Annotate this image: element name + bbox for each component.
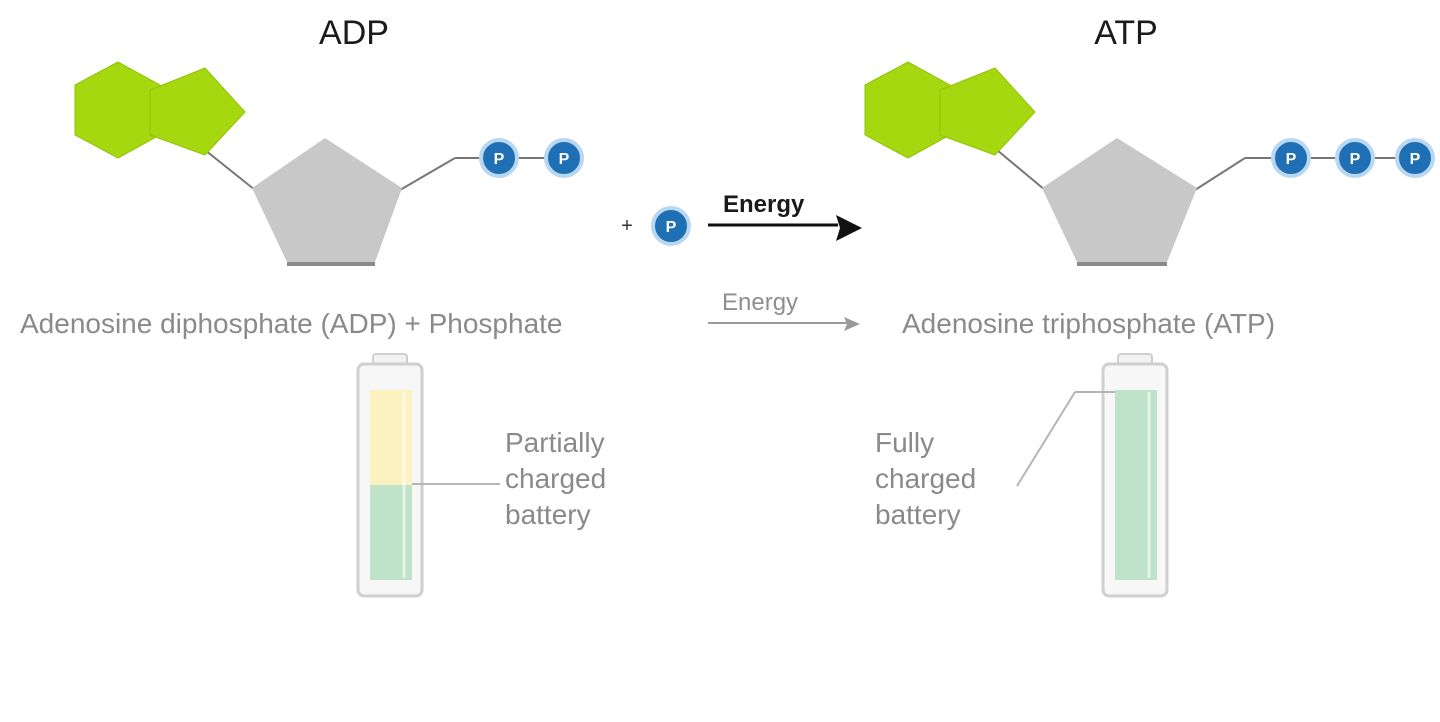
- phosphate-circle: P: [1271, 138, 1311, 178]
- caption-energy-label: Energy: [722, 289, 798, 316]
- battery-label-line: Fully: [875, 427, 934, 458]
- phosphate-label: P: [1410, 151, 1421, 168]
- atp-title: ATP: [1094, 14, 1158, 52]
- atp-base-ring: [864, 61, 951, 159]
- reaction: + P Energy: [621, 191, 862, 246]
- adp-sugar-phosphate-bond: [399, 157, 456, 191]
- phosphate-label: P: [666, 219, 677, 236]
- adp-sugar: [252, 138, 402, 262]
- phosphate-circle: P: [651, 206, 691, 246]
- adp-base-ring: [74, 61, 161, 159]
- phosphate-circle: P: [1335, 138, 1375, 178]
- atp-sugar-phosphate-bond: [1194, 157, 1246, 191]
- battery-charge-level: [1115, 390, 1157, 580]
- plus-sign: +: [621, 215, 633, 237]
- atp-base-ring: [939, 67, 1036, 156]
- adp-base-ring: [149, 67, 246, 156]
- caption-arrow-head: [844, 317, 860, 331]
- atp-sugar: [1042, 138, 1197, 262]
- caption-energy-arrow: Energy: [708, 289, 860, 331]
- atp-caption: Adenosine triphosphate (ATP): [902, 308, 1275, 339]
- battery-label-line: battery: [505, 499, 591, 530]
- battery-label-line: battery: [875, 499, 961, 530]
- battery-label-line: Partially: [505, 427, 605, 458]
- phosphate-circle: P: [544, 138, 584, 178]
- adp-base-sugar-bond: [204, 149, 256, 191]
- reaction-arrow-head: [836, 215, 862, 241]
- phosphate-label: P: [1286, 151, 1297, 168]
- full-battery: Fully charged battery: [875, 353, 1169, 598]
- phosphate-circle: P: [1395, 138, 1435, 178]
- battery-label-line: charged: [505, 463, 606, 494]
- phosphate-label: P: [494, 151, 505, 168]
- atp-base-sugar-bond: [996, 149, 1046, 191]
- partial-battery: Partially charged battery: [356, 353, 606, 598]
- battery-label-line: charged: [875, 463, 976, 494]
- adp-title: ADP: [319, 14, 389, 52]
- adp-molecule: ADP P P: [74, 14, 584, 266]
- adp-caption: Adenosine diphosphate (ADP) + Phosphate: [20, 308, 563, 339]
- phosphate-circle: P: [479, 138, 519, 178]
- battery-charge-level: [370, 485, 412, 580]
- atp-molecule: ATP P P P: [864, 14, 1435, 266]
- phosphate-label: P: [559, 151, 570, 168]
- battery-pointer-line: [1016, 391, 1076, 487]
- phosphate-label: P: [1350, 151, 1361, 168]
- energy-label: Energy: [723, 191, 805, 218]
